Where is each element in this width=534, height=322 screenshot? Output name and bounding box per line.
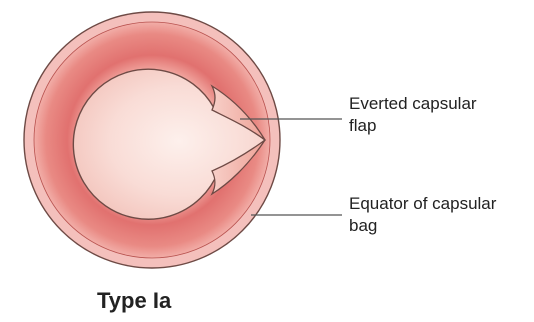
label-line: Equator of capsular	[349, 193, 496, 215]
label-line: Everted capsular	[349, 93, 477, 115]
label-line: flap	[349, 115, 477, 137]
equator-of-capsular-bag-label: Equator of capsular bag	[349, 193, 496, 237]
everted-capsular-flap-label: Everted capsular flap	[349, 93, 477, 137]
figure-caption: Type Ia	[97, 288, 207, 314]
label-line: bag	[349, 215, 496, 237]
